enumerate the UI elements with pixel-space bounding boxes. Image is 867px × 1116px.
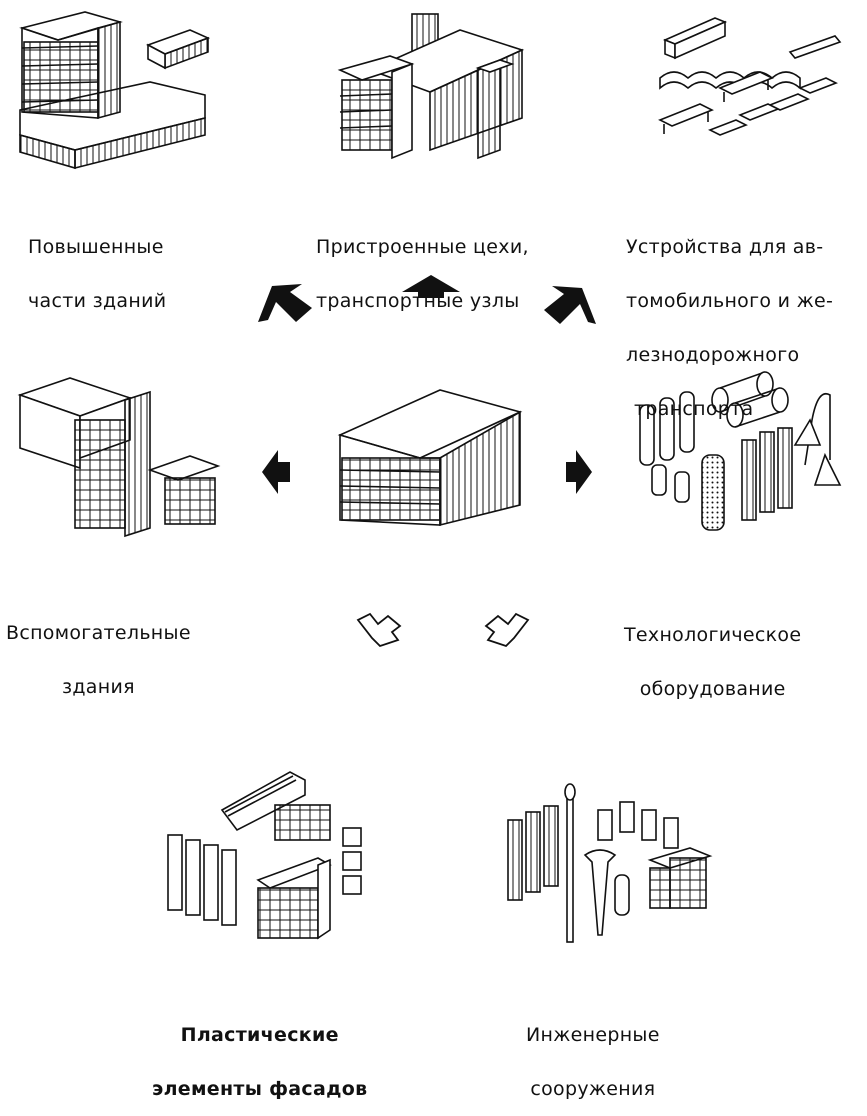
arrow-up <box>402 275 460 298</box>
arrow-right <box>566 450 592 494</box>
auxiliary-buildings-line-2: здания <box>61 676 135 698</box>
engineering-structures-line-1: Инженерные <box>526 1024 660 1046</box>
process-equipment-line-2: оборудование <box>639 678 786 700</box>
engineering-structures-line-2: сооружения <box>530 1078 656 1100</box>
process-equipment-label: Технологическое оборудование <box>624 590 801 716</box>
annexed-workshops-line-1: Пристроенные цехи, <box>316 236 529 258</box>
auxiliary-buildings-label: Вспомогательные здания <box>6 588 191 714</box>
facade-elements-line-2: элементы фасадов <box>152 1078 368 1100</box>
arrow-down-left-outline <box>356 612 402 648</box>
main-building-illustration <box>337 389 523 527</box>
annexed-workshops-label: Пристроенные цехи, транспортные узлы <box>316 202 529 328</box>
annexed-workshops-line-2: транспортные узлы <box>316 290 520 312</box>
transport-devices-line-2: томобильного и же- <box>626 290 834 312</box>
arrow-up-left <box>258 284 312 322</box>
transport-devices-label: Устройства для ав- томобильного и же- ле… <box>626 202 833 436</box>
facade-elements-label: Пластические элементы фасадов <box>152 990 367 1116</box>
arrow-up-right <box>544 286 596 324</box>
elevated-parts-illustration <box>19 11 211 170</box>
annexed-workshops-illustration <box>337 13 525 160</box>
engineering-structures-illustration <box>507 783 713 943</box>
engineering-structures-label: Инженерные сооружения <box>526 990 660 1116</box>
elevated-parts-label: Повышенные части зданий <box>28 202 166 328</box>
elevated-parts-line-1: Повышенные <box>28 236 164 258</box>
arrow-left <box>262 450 290 494</box>
arrow-down-right-outline <box>484 612 530 648</box>
transport-devices-line-4: транспорта <box>634 398 754 420</box>
facade-elements-line-1: Пластические <box>180 1024 339 1046</box>
facade-elements-illustration <box>167 771 362 940</box>
process-equipment-line-1: Технологическое <box>624 624 802 646</box>
auxiliary-buildings-illustration <box>17 377 221 538</box>
transport-devices-line-3: лезнодорожного <box>626 344 800 366</box>
transport-devices-illustration <box>658 17 842 136</box>
process-equipment-illustration <box>639 371 842 531</box>
auxiliary-buildings-line-1: Вспомогательные <box>6 622 191 644</box>
elevated-parts-line-2: части зданий <box>28 290 167 312</box>
transport-devices-line-1: Устройства для ав- <box>626 236 824 258</box>
diagram-canvas <box>17 11 842 943</box>
